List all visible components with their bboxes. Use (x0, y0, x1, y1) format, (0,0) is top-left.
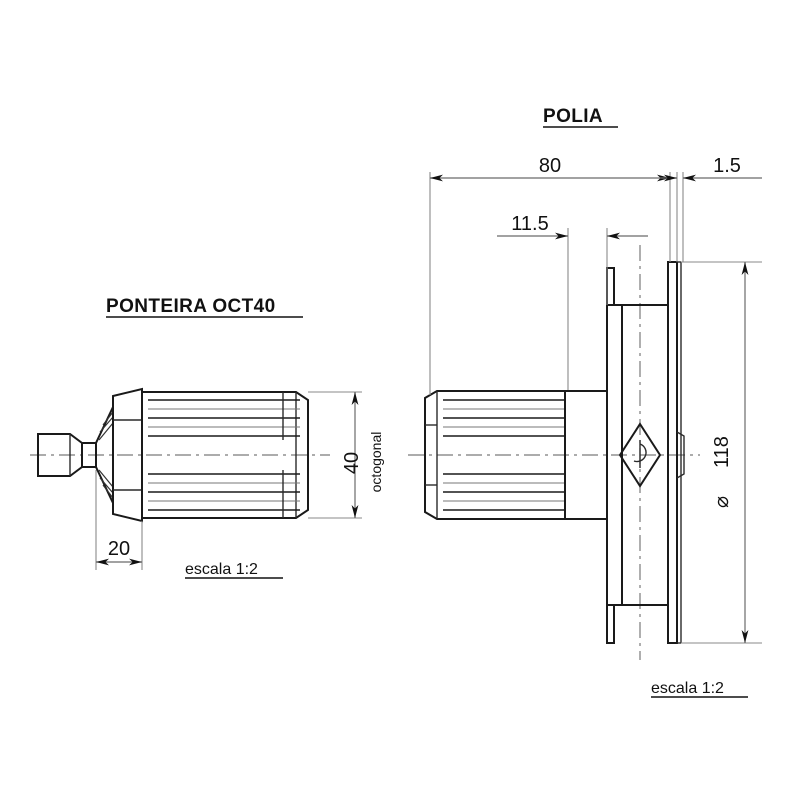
dim-118-group (681, 261, 762, 644)
diameter-symbol-icon: ⌀ (711, 496, 733, 508)
left-scale-note: escala 1:2 (185, 561, 258, 578)
left-view-title: PONTEIRA OCT40 (106, 296, 276, 317)
dim-20-group (95, 470, 143, 570)
ponteira-ribbed-body (141, 391, 309, 519)
dim-80-group (429, 172, 671, 395)
right-scale-note: escala 1:2 (651, 680, 724, 697)
left-view-group (30, 316, 362, 579)
dim-label-width-80: 80 (539, 155, 561, 177)
dim-label-octogonal: octogonal (368, 432, 384, 493)
dim-1p5-group (660, 172, 762, 262)
dim-40-group (308, 391, 362, 519)
polia-rim-lug (676, 431, 685, 479)
polia-ponteira-insert (424, 390, 566, 520)
dim-label-offset-11p5: 11.5 (511, 213, 548, 235)
dim-11p5-group (497, 228, 648, 390)
right-view-group (408, 126, 762, 698)
dim-label-diameter-118: 118 (711, 436, 733, 468)
polia-keyway-diamond (618, 422, 662, 488)
right-view-title: POLIA (543, 106, 603, 127)
polia-groove-profile (622, 304, 668, 606)
dim-label-height-40: 40 (341, 452, 363, 474)
polia-groove-right-wall (667, 261, 682, 644)
dim-label-thickness-1p5: 1.5 (713, 155, 741, 177)
dim-label-flange-20: 20 (108, 538, 130, 560)
